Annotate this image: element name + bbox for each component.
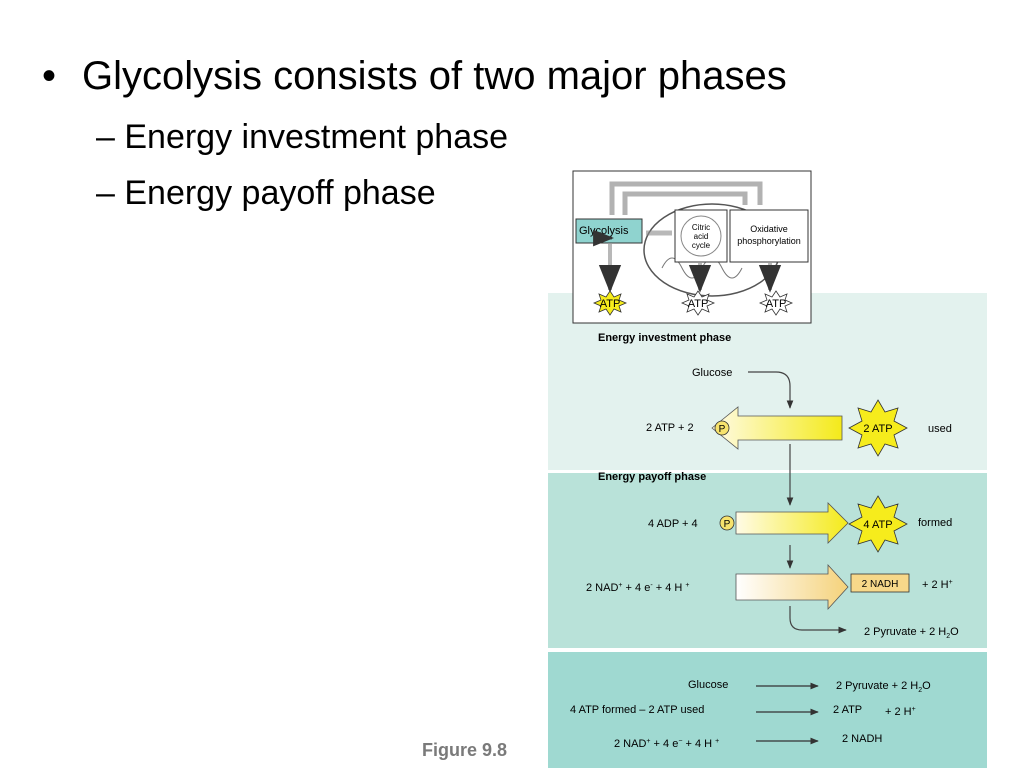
phosphate-icon	[714, 420, 730, 436]
burst-4atp-label: 4 ATP	[863, 519, 892, 531]
sub-item-payoff: – Energy payoff phase	[96, 174, 436, 213]
investment-title: Energy investment phase	[598, 332, 731, 344]
bullet-text: Glycolysis consists of two major phases	[82, 54, 787, 98]
pyruvate-arrow	[789, 606, 847, 634]
oxidative-box	[729, 209, 809, 263]
phosphate-label-2: P	[724, 519, 731, 530]
net-atp-right: 2 ATP	[833, 704, 862, 716]
overview-inset: Glycolysis Citric acid cycle Oxidative p…	[572, 170, 812, 324]
citric-box	[674, 209, 728, 263]
payoff-arrow	[735, 502, 849, 544]
formed-label: formed	[918, 517, 952, 529]
net-nadh: 2 NADH	[842, 733, 882, 745]
h-plus-label: + 2 H+	[922, 579, 953, 591]
atp-burst-1	[592, 290, 628, 316]
atp-burst-3	[758, 290, 794, 316]
glucose-label: Glucose	[692, 367, 732, 379]
glycolysis-label: Glycolysis	[579, 225, 629, 237]
bullet-list: • Glycolysis consists of two major phase…	[42, 52, 787, 100]
atp-label-3: ATP	[766, 298, 787, 310]
net-nad: 2 NAD+ + 4 e− + 4 H +	[614, 738, 719, 750]
phosphate-icon-2	[719, 515, 735, 531]
net-atp-left: 4 ATP formed – 2 ATP used	[570, 704, 704, 716]
oxidative-label-1: Oxidative	[750, 224, 788, 234]
investment-arrow	[711, 406, 843, 450]
phosphate-label: P	[719, 424, 726, 435]
burst-4atp	[848, 495, 908, 553]
net-panel	[548, 652, 987, 768]
glucose-arrow	[748, 371, 794, 409]
burst-2atp-label: 2 ATP	[863, 423, 892, 435]
atp-burst-2	[680, 290, 716, 316]
bullet-item: • Glycolysis consists of two major phase…	[42, 52, 787, 100]
net-pyruvate: 2 Pyruvate + 2 H2O	[836, 680, 931, 694]
net-h-plus: + 2 H+	[885, 706, 916, 718]
citric-label-3: cycle	[692, 241, 711, 250]
citric-label-1: Citric	[692, 223, 710, 232]
nad-arrow	[735, 563, 849, 611]
bullet-dot: •	[42, 54, 57, 98]
oxidative-label-2: phosphorylation	[737, 236, 801, 246]
citric-label-2: acid	[694, 232, 709, 241]
nadh-box	[850, 573, 910, 593]
nad-label: 2 NAD+ + 4 e- + 4 H +	[586, 582, 689, 594]
net-glucose: Glucose	[688, 679, 728, 691]
atp-label-2: ATP	[688, 298, 709, 310]
sub-item-label: Energy payoff phase	[124, 174, 436, 212]
pyruvate-label: 2 Pyruvate + 2 H2O	[864, 626, 959, 640]
atp-label-1: ATP	[600, 298, 621, 310]
nadh-label: 2 NADH	[862, 579, 899, 590]
investment-inputs: 2 ATP + 2	[646, 422, 694, 434]
used-label: used	[928, 423, 952, 435]
burst-2atp	[848, 399, 908, 457]
sub-dash: –	[96, 118, 125, 156]
payoff-title: Energy payoff phase	[598, 471, 706, 483]
sub-item-label: Energy investment phase	[124, 118, 509, 156]
sub-dash: –	[96, 174, 125, 212]
figure-caption: Figure 9.8	[422, 740, 508, 760]
adp-label: 4 ADP + 4	[648, 518, 698, 530]
sub-item-investment: – Energy investment phase	[96, 118, 508, 157]
payoff-panel	[548, 473, 987, 648]
